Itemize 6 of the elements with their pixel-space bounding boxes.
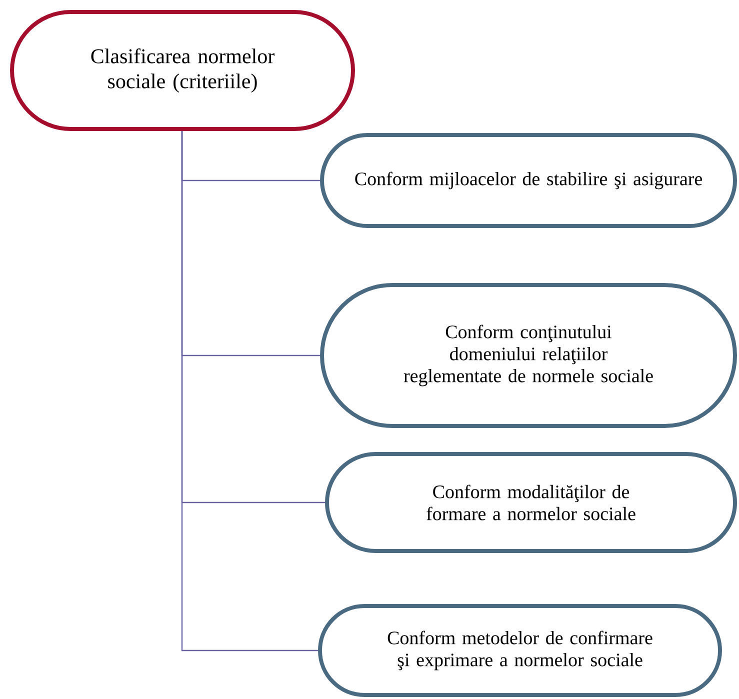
criterion-box: Conform mijloacelor de stabilire şi asigurare	[320, 133, 737, 228]
criterion-box: Conform metodelor de confirmare şi exprimare a normelor sociale	[318, 604, 722, 697]
criterion-box: Conform modalităţilor de formare a normelor sociale	[325, 452, 737, 553]
connector-line	[181, 131, 318, 652]
criterion-box: Conform conţinutului domeniului relaţiilor reglementate de normele sociale	[320, 283, 737, 428]
category-box: Clasificarea normelor sociale (criteriile)	[10, 10, 355, 131]
